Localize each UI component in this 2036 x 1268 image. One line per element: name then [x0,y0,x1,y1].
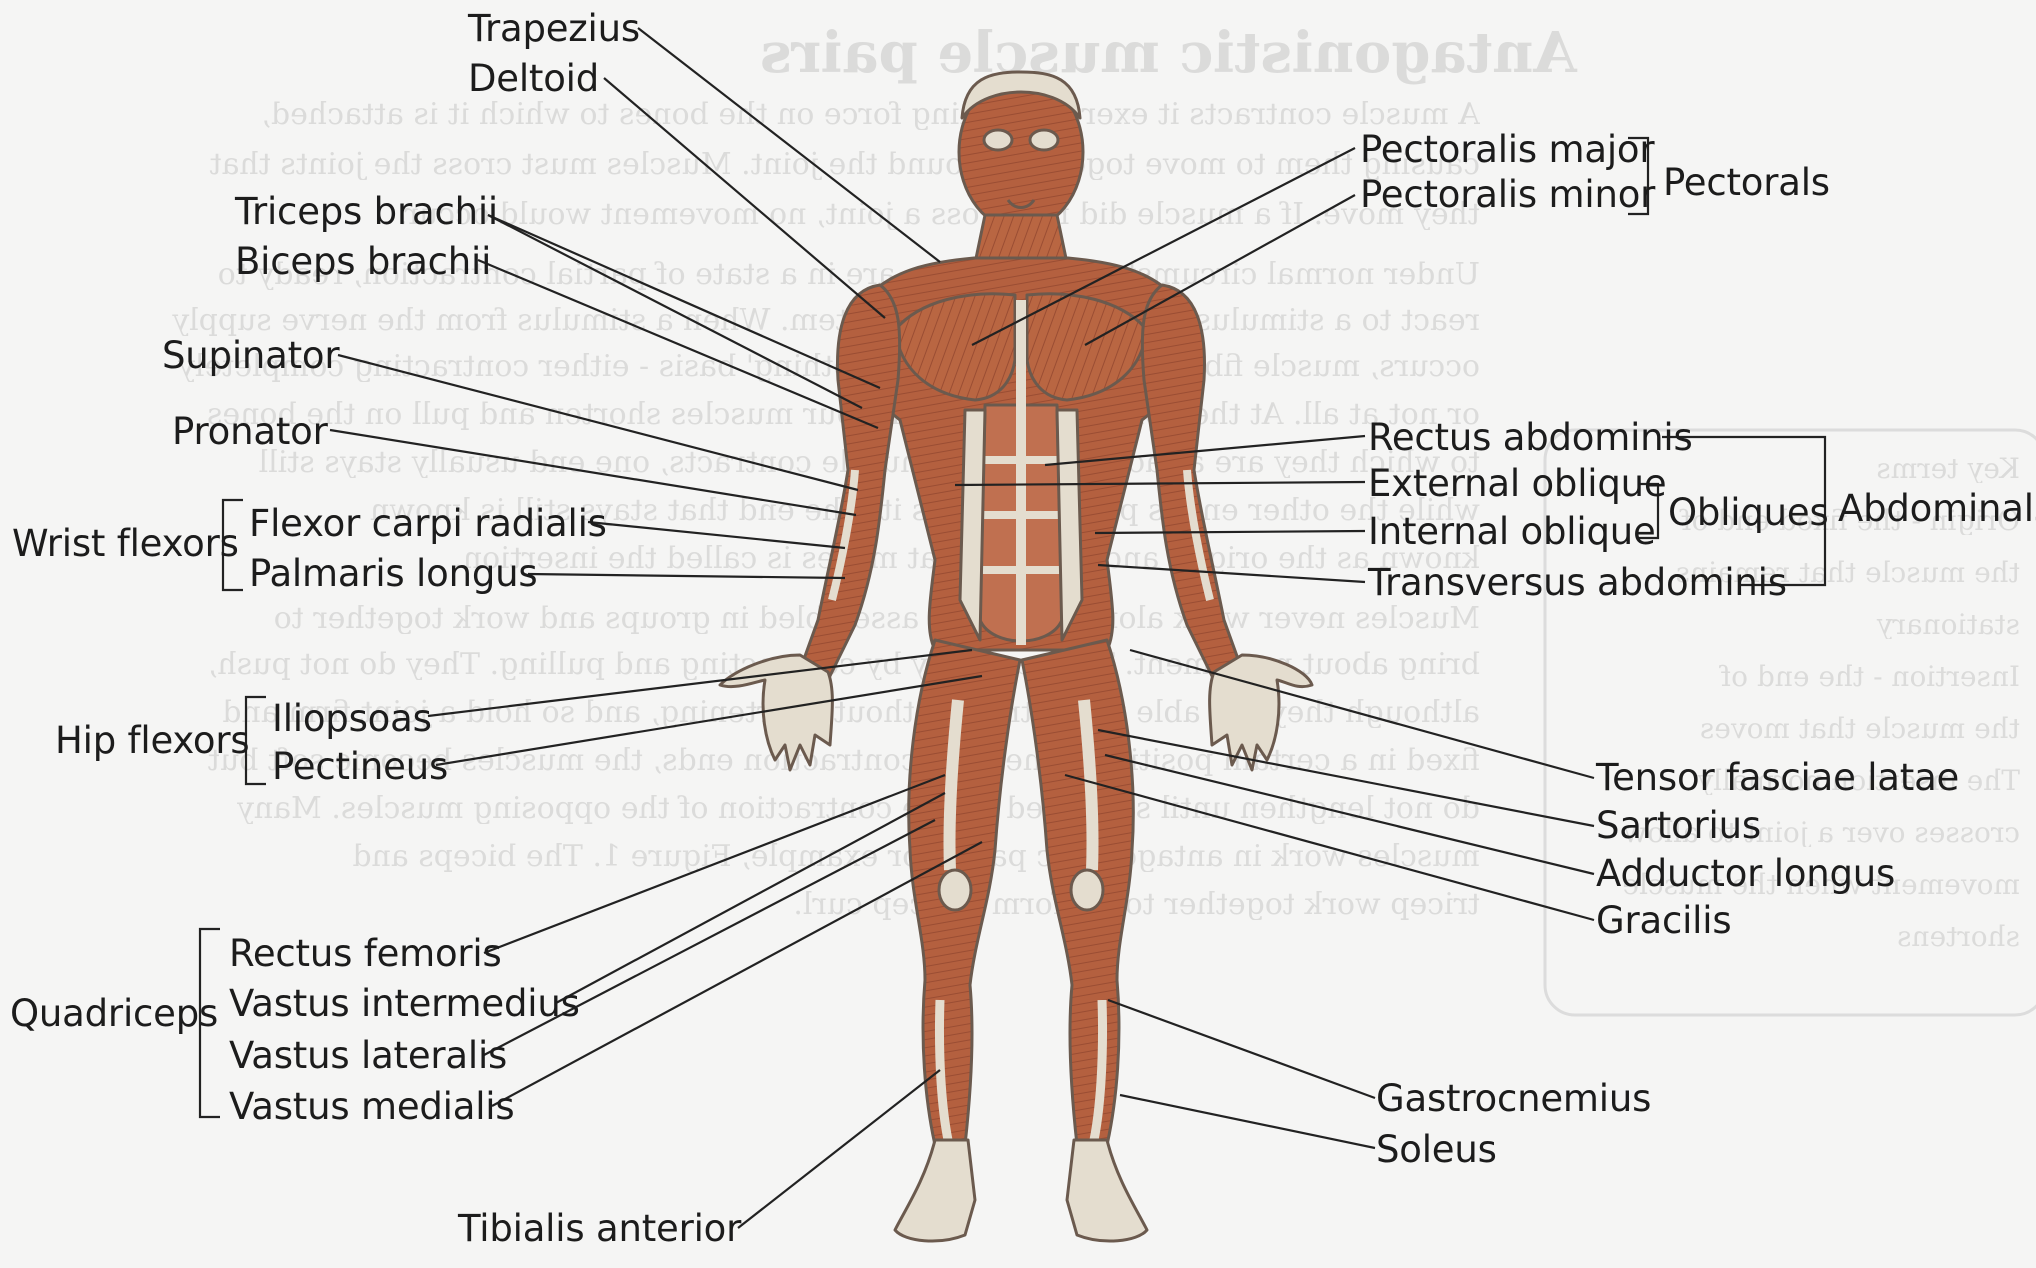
leader-pec-major [972,148,1355,345]
leader-triceps-2 [488,215,862,408]
leader-internal-oblique [1095,531,1365,533]
leader-triceps-1 [488,215,880,388]
leader-iliopsoas [428,650,972,716]
label-pectoralis-minor: Pectoralis minor [1360,176,1655,213]
leader-supinator [338,355,858,490]
label-vastus-intermedius: Vastus intermedius [229,985,580,1022]
leader-tensor [1130,650,1594,778]
group-pectorals: Pectorals [1663,164,1830,201]
leader-gastrocnemius [1108,1000,1375,1098]
leader-biceps [478,260,878,428]
label-sartorius: Sartorius [1596,807,1761,844]
label-iliopsoas: Iliopsoas [272,700,432,737]
leader-soleus [1120,1095,1375,1148]
label-vastus-lateralis: Vastus lateralis [229,1037,507,1074]
label-supinator: Supinator [162,337,339,374]
label-tibialis-anterior: Tibialis anterior [458,1210,741,1247]
leader-rectus-femoris [484,775,945,953]
group-obliques: Obliques [1668,494,1829,531]
label-biceps-brachii: Biceps brachii [235,243,491,280]
label-pectoralis-major: Pectoralis major [1360,131,1654,168]
label-soleus: Soleus [1376,1131,1497,1168]
label-gracilis: Gracilis [1596,902,1731,939]
label-internal-oblique: Internal oblique [1368,513,1656,550]
leader-flexor-carpi [588,522,845,548]
label-external-oblique: External oblique [1368,465,1666,502]
leader-transversus [1098,565,1365,582]
group-abdominals: Abdominals [1838,490,2036,527]
leader-sartorius [1098,730,1594,826]
label-palmaris-longus: Palmaris longus [249,555,537,592]
leader-adductor [1105,755,1594,874]
label-flexor-carpi-radialis: Flexor carpi radialis [249,505,607,542]
leader-vastus-medialis [492,842,982,1106]
leader-palmaris [528,574,845,578]
label-trapezius: Trapezius [468,10,640,47]
leader-external-oblique [955,482,1365,485]
leader-gracilis [1065,775,1594,920]
leader-rectus-abdominis [1045,436,1365,465]
label-vastus-medialis: Vastus medialis [229,1088,514,1125]
label-rectus-abdominis: Rectus abdominis [1368,419,1693,456]
leader-tibialis [738,1070,940,1228]
group-hip-flexors: Hip flexors [55,722,249,759]
leader-pectineus [436,676,982,765]
label-gastrocnemius: Gastrocnemius [1376,1080,1651,1117]
label-tensor-fasciae-latae: Tensor fasciae latae [1596,759,1959,796]
group-wrist-flexors: Wrist flexors [12,525,239,562]
leader-vastus-intermedius [556,793,945,1003]
label-pronator: Pronator [172,413,328,450]
leader-deltoid [604,78,885,318]
group-quadriceps: Quadriceps [10,995,218,1032]
label-triceps-brachii: Triceps brachii [235,193,498,230]
label-deltoid: Deltoid [468,60,599,97]
label-pectineus: Pectineus [272,748,448,785]
label-adductor-longus: Adductor longus [1596,855,1895,892]
label-transversus-abdominis: Transversus abdominis [1368,564,1787,601]
label-rectus-femoris: Rectus femoris [229,935,502,972]
